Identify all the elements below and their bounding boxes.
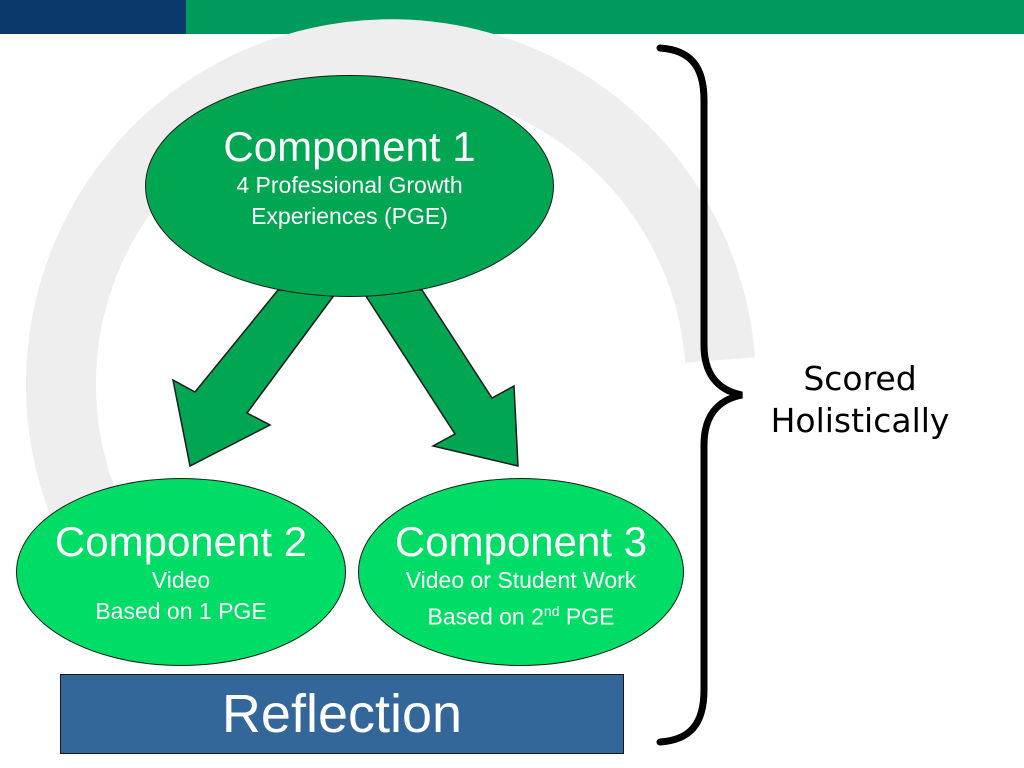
component-1-line1: 4 Professional Growth <box>236 172 463 198</box>
component-3-line2-suffix: PGE <box>559 603 615 630</box>
scored-holistically-label: Scored Holistically <box>740 358 980 442</box>
component-3-line2-sup: nd <box>543 603 560 619</box>
component-2-ellipse: Component 2 Video Based on 1 PGE <box>16 478 346 666</box>
component-3-line2-prefix: Based on 2 <box>427 603 544 630</box>
header-bar-navy <box>0 0 186 34</box>
component-1-title: Component 1 <box>223 123 476 170</box>
component-3-line1: Video or Student Work <box>405 567 637 593</box>
scored-line1: Scored <box>803 359 917 398</box>
arrow-to-component-2 <box>171 289 340 468</box>
reflection-box: Reflection <box>60 674 624 754</box>
component-1-ellipse: Component 1 4 Professional Growth Experi… <box>145 75 554 297</box>
component-2-title: Component 2 <box>54 518 308 565</box>
scored-line2: Holistically <box>770 401 950 440</box>
watermark-logo <box>25 19 755 645</box>
component-3-ellipse: Component 3 Video or Student Work Based … <box>358 478 684 666</box>
curly-brace <box>656 44 743 746</box>
component-1-line2: Experiences (PGE) <box>251 203 448 229</box>
arrow-to-component-3 <box>360 289 519 467</box>
component-2-line1: Video <box>151 567 211 593</box>
component-3-title: Component 3 <box>394 518 648 565</box>
component-3-line2: Based on 2nd PGE <box>428 596 615 633</box>
component-2-line2: Based on 1 PGE <box>95 598 267 624</box>
